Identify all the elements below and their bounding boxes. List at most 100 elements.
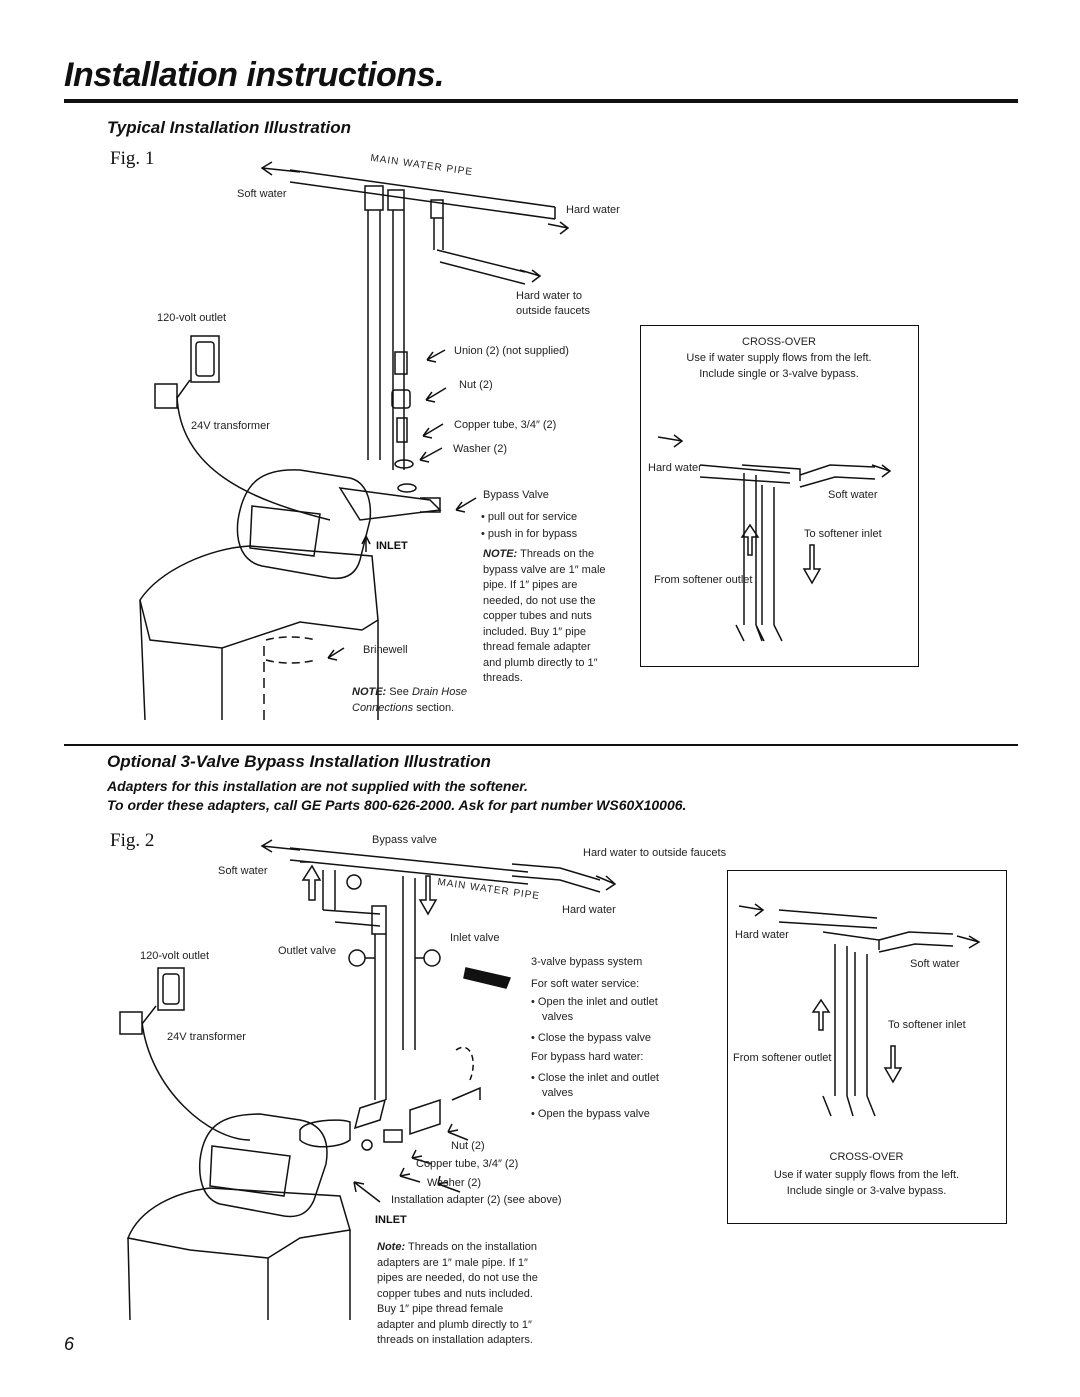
note-line: needed, do not use the xyxy=(483,594,596,607)
up-arrow-icon xyxy=(740,523,760,556)
fig2-bypass-hard: For bypass hard water: xyxy=(531,1051,644,1063)
section2-title: Optional 3-Valve Bypass Installation Ill… xyxy=(107,752,491,771)
fig2-soft-water-label: Soft water xyxy=(218,865,268,877)
fig2-outlet-label: 120-volt outlet xyxy=(140,950,210,962)
fig1-drain-note: NOTE: See Drain Hose Connections section… xyxy=(352,685,472,716)
fig1-soft-water-label: Soft water xyxy=(237,188,287,200)
fig1-crossover-line2: Include single or 3-valve bypass. xyxy=(699,368,859,380)
fig1-crossover-soft: Soft water xyxy=(828,489,878,501)
fig1-hard-outside-2: outside faucets xyxy=(516,305,590,317)
fig2-transformer-label: 24V transformer xyxy=(167,1031,246,1043)
fig2-hard-water-label: Hard water xyxy=(562,904,616,916)
fig2-crossover-soft: Soft water xyxy=(910,958,960,970)
fig2-adapter-label: Installation adapter (2) (see above) xyxy=(391,1194,562,1206)
fig2-outlet-icon xyxy=(157,967,185,1011)
note-line: adapters are 1″ male pipe. If 1″ xyxy=(377,1256,528,1269)
fig1-push-in: • push in for bypass xyxy=(481,528,578,540)
fig1-crossover-hard: Hard water xyxy=(648,462,702,474)
fig2-copper-label: Copper tube, 3/4″ (2) xyxy=(416,1158,519,1170)
fig2-hard-outside-label: Hard water to outside faucets xyxy=(583,847,727,859)
drain-italic: Drain Hose xyxy=(411,686,467,698)
fig1-hard-water-label: Hard water xyxy=(566,204,620,216)
down-arrow-icon xyxy=(802,544,822,585)
fig2-crossover-from-outlet: From softener outlet xyxy=(733,1052,832,1064)
note-line: included. Buy 1″ pipe xyxy=(483,625,586,638)
note-line: threads on installation adapters. xyxy=(377,1334,533,1346)
fig1-crossover-line1: Use if water supply flows from the left. xyxy=(686,352,872,364)
fig1-hard-outside-1: Hard water to xyxy=(516,290,583,302)
fig2-open-valves-1: • Open the inlet and outlet xyxy=(531,996,658,1008)
fig2-outlet-valve-label: Outlet valve xyxy=(278,945,337,957)
note-line: bypass valve are 1″ male xyxy=(483,563,606,576)
note-line: and plumb directly to 1″ xyxy=(483,656,598,669)
note-line: Threads on the xyxy=(520,548,595,560)
note-line: pipe. If 1″ pipes are xyxy=(483,579,578,591)
note-line: Buy 1″ pipe thread female xyxy=(377,1303,504,1315)
fig2-bypass-valve-label: Bypass valve xyxy=(372,834,437,846)
fig2-note: Note: Threads on the installation adapte… xyxy=(377,1240,547,1349)
fig2-close-bypass: • Close the bypass valve xyxy=(531,1032,652,1044)
section2-subtitle1: Adapters for this installation are not s… xyxy=(107,778,528,794)
fig2-crossover-to-inlet: To softener inlet xyxy=(888,1019,966,1031)
fig1-main-pipe xyxy=(289,169,556,220)
fig1-drain-note-head: NOTE: xyxy=(352,686,387,698)
fig1-threads-note: NOTE: Threads on the bypass valve are 1″… xyxy=(483,547,613,687)
fig1-washer-label: Washer (2) xyxy=(453,443,507,455)
up-arrow-icon xyxy=(811,998,831,1031)
note-line: thread female adapter xyxy=(483,641,591,653)
fig1-pull-out: • pull out for service xyxy=(481,511,578,523)
fig2-open-valves-2: valves xyxy=(542,1011,574,1023)
fig1-inlet-label: INLET xyxy=(376,540,408,552)
fig1-crossover-diagram xyxy=(657,434,892,642)
up-arrow-icon xyxy=(301,864,322,901)
fig1-threads-note-head: NOTE: xyxy=(483,548,518,560)
fig1-crossover-box xyxy=(640,325,919,667)
fig1-crossover-from-outlet: From softener outlet xyxy=(654,574,753,586)
fig1-soft-arrow xyxy=(260,161,301,176)
fig2-note-head: Note: xyxy=(377,1241,406,1253)
fig1-outlet-icon xyxy=(190,335,220,383)
note-line: threads. xyxy=(483,672,523,684)
fig1-union-label: Union (2) (not supplied) xyxy=(454,345,569,357)
section2-subtitle2: To order these adapters, call GE Parts 8… xyxy=(107,797,687,813)
section1-title: Typical Installation Illustration xyxy=(107,118,352,137)
fig1-nut-label: Nut (2) xyxy=(459,379,493,391)
title-rule xyxy=(64,99,1018,103)
fig2-crossover-title: CROSS-OVER xyxy=(829,1151,904,1163)
fig2-tank xyxy=(126,1187,351,1259)
drain-italic: Connections xyxy=(352,701,414,714)
fig1-copper-label: Copper tube, 3/4″ (2) xyxy=(454,419,557,431)
fig2-label: Fig. 2 xyxy=(110,830,155,851)
fig2-crossover-box xyxy=(727,870,1007,1224)
page-number: 6 xyxy=(64,1334,75,1354)
fig1-hard-arrow xyxy=(547,221,570,235)
fig2-crossover-line1: Use if water supply flows from the left. xyxy=(773,1169,960,1181)
drain-text: section. xyxy=(416,701,455,714)
down-arrow-icon xyxy=(883,1045,903,1084)
fig2-open-bypass: • Open the bypass valve xyxy=(531,1108,650,1120)
fig2-close-valves-1: • Close the inlet and outlet xyxy=(531,1072,659,1084)
fig1-label: Fig. 1 xyxy=(110,148,155,169)
note-line: Threads on the installation xyxy=(407,1241,537,1253)
fig2-crossover-diagram xyxy=(738,903,981,1117)
fig1-transformer-label: 24V transformer xyxy=(191,420,270,432)
note-line: copper tubes and nuts xyxy=(483,610,592,622)
note-line: copper tubes and nuts included. xyxy=(377,1287,533,1300)
drain-text: See xyxy=(389,686,409,698)
fig2-system-label: 3-valve bypass system xyxy=(531,956,643,968)
fig1-bypass-label: Bypass Valve xyxy=(483,489,549,501)
section-divider xyxy=(64,744,1018,746)
note-line: pipes are needed, do not use the xyxy=(377,1272,538,1284)
fig1-control-head xyxy=(236,469,372,580)
fig1-crossover-to-inlet: To softener inlet xyxy=(804,528,882,540)
fig2-crossover-hard: Hard water xyxy=(735,929,789,941)
fig2-nut-label: Nut (2) xyxy=(451,1140,485,1152)
fig2-crossover-line2: Include single or 3-valve bypass. xyxy=(786,1185,947,1197)
down-arrow-icon xyxy=(418,875,438,916)
fig2-inlet-valve-label: Inlet valve xyxy=(450,932,500,944)
fig1-outlet-label: 120-volt outlet xyxy=(157,312,227,324)
note-line: adapter and plumb directly to 1″ xyxy=(377,1318,532,1331)
fig2-control-head xyxy=(198,1113,328,1218)
